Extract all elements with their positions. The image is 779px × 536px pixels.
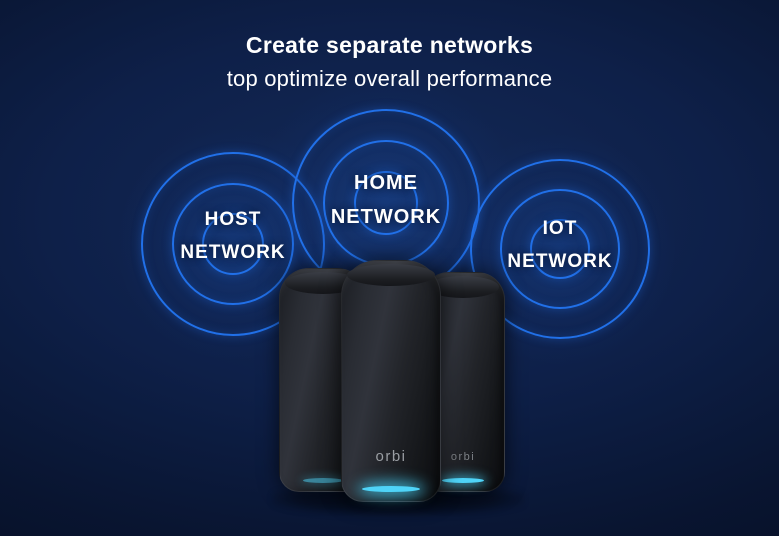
wifi-ring-icon: [530, 219, 590, 279]
wifi-ring-icon: [202, 213, 264, 275]
iot-network-line1: IOT: [542, 218, 578, 239]
header: Create separate networks top optimize ov…: [0, 32, 779, 92]
iot-network-line2: NETWORK: [507, 251, 613, 272]
host-network-line2: NETWORK: [180, 242, 286, 263]
wifi-ring-icon: [172, 183, 294, 305]
host-network-label: HOST NETWORK: [158, 203, 308, 269]
host-network-line1: HOST: [204, 209, 262, 230]
status-led: [442, 478, 484, 483]
router-device-center: orbi: [341, 260, 441, 502]
home-network-line2: NETWORK: [330, 206, 442, 228]
orbi-logo: orbi: [375, 448, 407, 465]
iot-network-label: IOT NETWORK: [485, 212, 635, 278]
wifi-ring-icon: [500, 189, 620, 309]
status-led: [303, 478, 343, 483]
wifi-ring-icon: [354, 171, 418, 235]
status-led: [362, 486, 420, 492]
wifi-ring-icon: [470, 159, 650, 339]
page-subtitle: top optimize overall performance: [226, 66, 553, 91]
page-title: Create separate networks: [245, 32, 534, 58]
home-network-label: HOME NETWORK: [311, 166, 461, 234]
home-network-line1: HOME: [354, 172, 418, 194]
orbi-logo: orbi: [450, 451, 476, 463]
